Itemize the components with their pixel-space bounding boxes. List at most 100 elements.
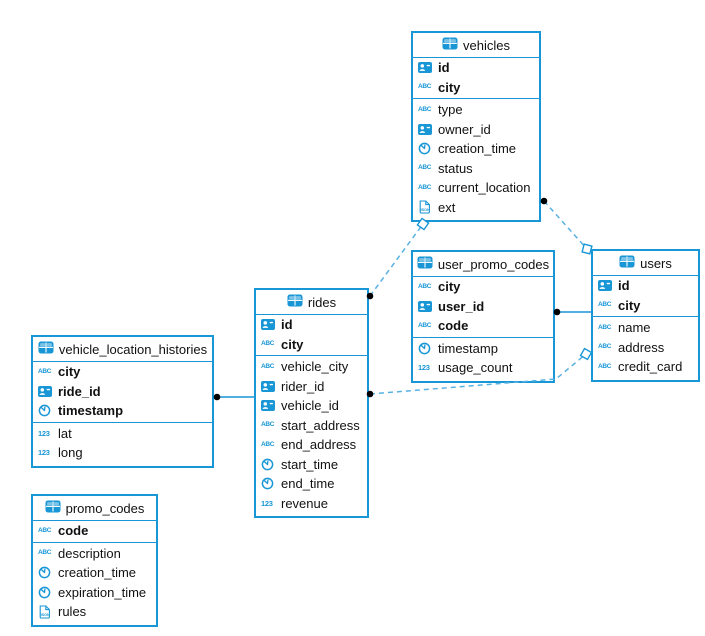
column-row-rider_id[interactable]: rider_id (256, 377, 367, 397)
number-123-icon: 123 (38, 428, 50, 438)
column-row-owner_id[interactable]: owner_id (413, 120, 539, 140)
column-name: city (281, 336, 304, 352)
svg-text:JSON: JSON (420, 208, 430, 212)
table-header[interactable]: promo_codes (33, 496, 156, 521)
column-row-user_id[interactable]: user_id (413, 297, 553, 317)
column-name: rider_id (281, 378, 325, 394)
text-abc-icon: ABC (418, 105, 432, 113)
column-row-expiration_time[interactable]: expiration_time (33, 583, 156, 603)
column-name: city (58, 364, 81, 380)
column-name: code (58, 523, 89, 539)
number-123-icon: 123 (261, 498, 273, 508)
text-abc-icon: ABC (261, 362, 275, 370)
column-name: user_id (438, 298, 485, 314)
column-name: expiration_time (58, 584, 147, 600)
pk-section-divider (413, 336, 553, 338)
column-row-rules[interactable]: JSON rules (33, 602, 156, 622)
table-header[interactable]: rides (256, 290, 367, 315)
table-title: users (640, 255, 672, 271)
id-badge-icon (261, 380, 281, 392)
table-header[interactable]: vehicles (413, 33, 539, 58)
column-name: start_time (281, 456, 339, 472)
column-name: city (438, 79, 461, 95)
table-title: user_promo_codes (437, 256, 550, 272)
text-abc-icon: ABC (418, 183, 432, 191)
text-abc-icon: ABC (38, 367, 52, 375)
column-name: status (438, 160, 473, 176)
clock-icon (38, 586, 58, 599)
column-row-ride_id[interactable]: ride_id (33, 382, 212, 402)
table-header[interactable]: user_promo_codes (413, 252, 553, 277)
column-row-city[interactable]: ABC city (33, 362, 212, 382)
svg-text:JSON: JSON (40, 613, 50, 617)
text-abc-icon: ABC (598, 362, 612, 370)
column-row-id[interactable]: id (413, 58, 539, 78)
table-header[interactable]: vehicle_location_histories (33, 337, 212, 362)
column-name: creation_time (438, 141, 517, 157)
pk-diamond-endpoint (579, 347, 593, 361)
column-row-id[interactable]: id (256, 315, 367, 335)
table-title: rides (307, 294, 337, 310)
column-row-creation_time[interactable]: creation_time (413, 139, 539, 159)
column-row-start_time[interactable]: start_time (256, 455, 367, 475)
pk-section-divider (33, 541, 156, 543)
column-row-timestamp[interactable]: timestamp (413, 339, 553, 359)
text-abc-icon: ABC (261, 440, 275, 448)
fk-dot-endpoint (213, 393, 221, 401)
column-name: description (58, 545, 121, 561)
json-doc-icon: JSON (418, 200, 438, 214)
column-name: rules (58, 604, 87, 620)
clock-icon (418, 142, 438, 155)
table-icon (45, 500, 61, 516)
column-row-id[interactable]: id (593, 276, 698, 296)
column-row-end_time[interactable]: end_time (256, 474, 367, 494)
clock-icon (38, 566, 58, 579)
relation-vehicles-users[interactable] (543, 200, 588, 250)
column-name: name (618, 320, 651, 336)
column-name: code (438, 318, 469, 334)
column-row-city[interactable]: ABC city (413, 78, 539, 98)
text-abc-icon: ABC (418, 83, 432, 90)
column-row-code[interactable]: ABC code (413, 316, 553, 336)
table-icon (619, 255, 635, 271)
column-name: creation_time (58, 565, 137, 581)
table-header[interactable]: users (593, 251, 698, 276)
clock-icon (38, 404, 58, 417)
column-row-creation_time[interactable]: creation_time (33, 563, 156, 583)
column-row-vehicle_id[interactable]: vehicle_id (256, 396, 367, 416)
column-name: id (281, 317, 293, 333)
text-abc-icon: ABC (418, 321, 432, 329)
column-name: id (618, 278, 630, 294)
column-row-timestamp[interactable]: timestamp (33, 401, 212, 421)
id-badge-icon (38, 385, 58, 397)
text-abc-icon: ABC (598, 343, 612, 350)
column-name: vehicle_id (281, 398, 339, 414)
clock-icon (261, 458, 281, 471)
